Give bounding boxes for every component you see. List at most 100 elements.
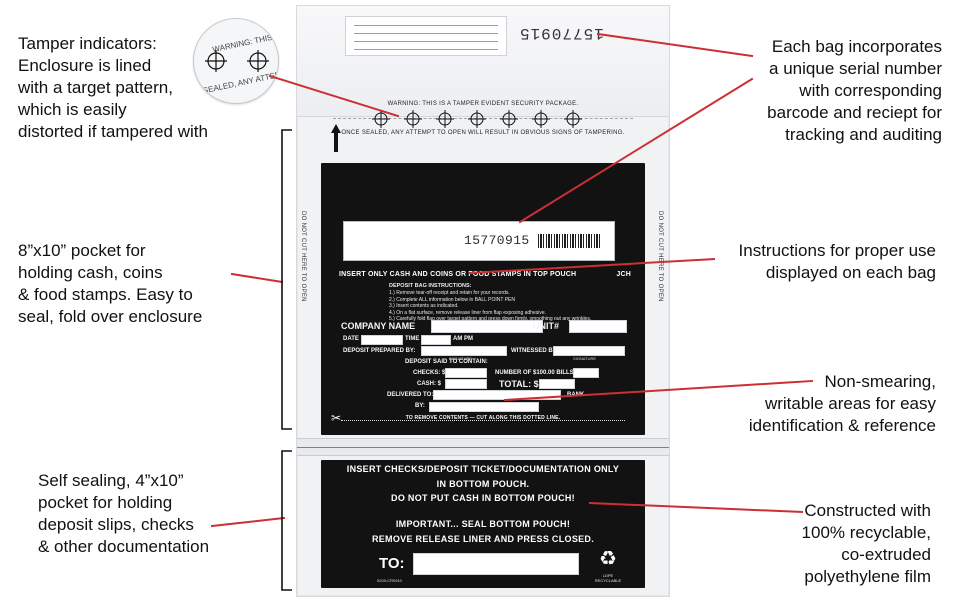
target-pattern-inset: WARNING: THIS SEALED, ANY ATTEMPT <box>193 18 279 104</box>
time-label: TIME <box>405 336 420 342</box>
unit-field <box>569 320 627 333</box>
instruction-line: 4.) On a flat surface, remove release li… <box>389 309 547 316</box>
by-label: BY: <box>415 403 425 409</box>
callout-line: seal, fold over enclosure <box>18 307 203 326</box>
checks-field <box>445 368 487 378</box>
callout-line: writable areas for easy <box>764 394 936 413</box>
serial-label: 15770915 <box>343 221 615 261</box>
tamper-targets-icon <box>372 110 582 128</box>
recycle-icon: ♻ <box>599 548 617 570</box>
callout-line: barcode and reciept for <box>767 103 942 122</box>
bills-label: NUMBER OF $100.00 BILLS <box>495 370 574 376</box>
deposit-said-label: DEPOSIT SAID TO CONTAIN: <box>405 359 488 365</box>
by-field <box>429 402 539 412</box>
unit-label: UNIT# <box>533 321 560 331</box>
warning-top: WARNING: THIS IS A TAMPER EVIDENT SECURI… <box>387 101 579 107</box>
company-name-label: COMPANY NAME <box>341 321 416 331</box>
product-code: 5209-CR0910 <box>377 578 402 583</box>
callout-line: & food stamps. Easy to <box>18 285 193 304</box>
large-pocket-bracket <box>281 129 292 430</box>
receipt-line <box>354 49 498 50</box>
callout-line: Each bag incorporates <box>771 37 942 56</box>
company-name-field <box>431 320 543 333</box>
cut-instruction: TO REMOVE CONTENTS — CUT ALONG THIS DOTT… <box>405 415 561 421</box>
callout-line: tracking and auditing <box>785 125 942 144</box>
delivered-to-field <box>433 390 561 400</box>
fold-arrow-stem <box>334 132 338 152</box>
witnessed-by-label: WITNESSED BY: <box>511 348 559 354</box>
main-pocket: 15770915 INSERT ONLY CASH AND COINS OR F… <box>321 163 645 435</box>
bank-label: BANK <box>567 392 585 398</box>
tear-off-receipt <box>345 16 507 56</box>
prepared-by-field <box>421 346 507 356</box>
seal-line <box>297 447 669 448</box>
callout-writable: Non-smearing, writable areas for easy id… <box>749 371 936 437</box>
callout-large-pocket: 8”x10” pocket for holding cash, coins & … <box>18 240 202 328</box>
total-label: TOTAL: $ <box>499 379 539 389</box>
small-pocket-line: REMOVE RELEASE LINER AND PRESS CLOSED. <box>371 534 595 544</box>
instruction-line: 3.) Insert contents as indicated. <box>389 303 459 310</box>
callout-line: a unique serial number <box>769 59 942 78</box>
callout-line: which is easily <box>18 100 127 119</box>
signature-caption: SIGNATURE <box>573 356 597 361</box>
witnessed-by-field <box>553 346 625 356</box>
callout-line: Non-smearing, <box>824 372 937 391</box>
callout-line: pocket for holding <box>38 493 173 512</box>
warning-bottom: ONCE SEALED, ANY ATTEMPT TO OPEN WILL RE… <box>341 130 625 136</box>
small-pocket-line: INSERT CHECKS/DEPOSIT TICKET/DOCUMENTATI… <box>346 464 620 474</box>
cash-field <box>445 379 487 389</box>
recycle-label-text: RECYCLABLE <box>594 578 622 583</box>
small-pocket-line: IMPORTANT... SEAL BOTTOM POUCH! <box>395 519 571 529</box>
date-field <box>361 335 403 345</box>
am-pm-label: AM PM <box>453 336 473 342</box>
serial-number: 15770915 <box>464 233 530 248</box>
callout-line: with a target pattern, <box>18 78 173 97</box>
callout-line: identification & reference <box>748 416 936 435</box>
callout-line: Constructed with <box>804 501 931 520</box>
callout-line: Instructions for proper use <box>738 241 936 260</box>
prepared-by-label: DEPOSIT PREPARED BY: <box>343 348 416 354</box>
delivered-to-label: DELIVERED TO: <box>387 392 434 398</box>
inset-target-icon <box>205 50 269 72</box>
recycle-label: LDPE RECYCLABLE <box>585 573 631 583</box>
callout-line: displayed on each bag <box>765 263 936 282</box>
callout-line: polyethylene film <box>804 567 931 586</box>
to-field <box>413 553 579 575</box>
callout-line: Enclosure is lined <box>18 56 152 75</box>
callout-serial: Each bag incorporates a unique serial nu… <box>767 36 942 146</box>
instructions-title: DEPOSIT BAG INSTRUCTIONS: <box>389 283 472 289</box>
callout-line: with corresponding <box>799 81 942 100</box>
receipt-line <box>354 33 498 34</box>
main-pocket-heading: INSERT ONLY CASH AND COINS OR FOOD STAMP… <box>339 271 631 278</box>
callout-line: 100% recyclable, <box>801 523 931 542</box>
callout-line: 8”x10” pocket for <box>18 241 146 260</box>
seal-strip <box>297 438 669 456</box>
callout-instructions: Instructions for proper use displayed on… <box>739 240 936 284</box>
cash-label: CASH: $ <box>417 381 442 387</box>
main-pocket-heading-text: INSERT ONLY CASH AND COINS OR FOOD STAMP… <box>339 271 577 278</box>
small-pocket-bracket <box>281 450 292 591</box>
bag-flap: 15770915 WARNING: THIS IS A TAMPER EVIDE… <box>297 6 669 117</box>
callout-small-pocket: Self sealing, 4”x10” pocket for holding … <box>38 470 209 558</box>
fold-arrow-icon <box>331 124 341 152</box>
bills-field <box>573 368 599 378</box>
large-pocket-leader <box>230 272 284 284</box>
to-label: TO: <box>379 555 405 572</box>
callout-line: Self sealing, 4”x10” <box>38 471 184 490</box>
small-pocket: INSERT CHECKS/DEPOSIT TICKET/DOCUMENTATI… <box>321 460 645 588</box>
recycle-label-ldpe: LDPE <box>602 573 614 578</box>
receipt-line <box>354 41 498 42</box>
side-text-left: DO NOT CUT HERE TO OPEN <box>300 211 306 302</box>
time-field <box>421 335 451 345</box>
cut-line <box>341 420 625 421</box>
main-pocket-code: JCH <box>616 271 631 278</box>
receipt-serial: 15770915 <box>519 24 604 42</box>
callout-line: deposit slips, checks <box>38 515 194 534</box>
checks-label: CHECKS: $ <box>413 370 446 376</box>
callout-line: & other documentation <box>38 537 210 556</box>
instruction-line: 5.) Carefully fold flap over target patt… <box>389 316 591 323</box>
small-pocket-line: DO NOT PUT CASH IN BOTTOM POUCH! <box>391 493 575 503</box>
date-label: DATE <box>343 336 359 342</box>
callout-line: distorted if tampered with <box>18 122 208 141</box>
